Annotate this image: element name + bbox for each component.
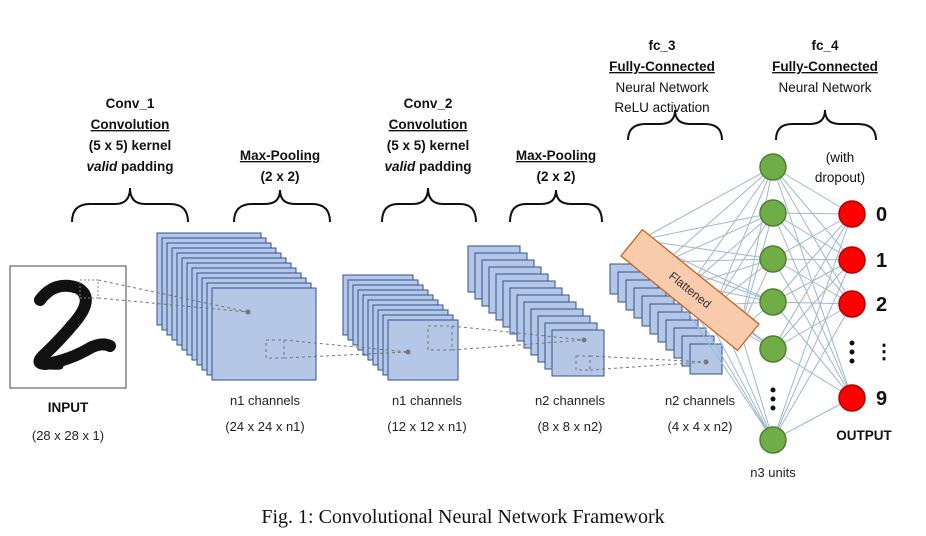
- pool1-header: Max-Pooling (2 x 2): [240, 148, 320, 184]
- pool2-channels: n2 channels: [665, 393, 736, 408]
- feature-map: [689, 343, 723, 375]
- output-layer: 0 1 2 9 ⋮: [838, 200, 894, 412]
- feature-map: [211, 287, 317, 381]
- hidden-node: [759, 288, 787, 316]
- fc3-desc1: Neural Network: [615, 80, 708, 95]
- input-image: [9, 265, 127, 389]
- pool1-shape: (12 x 12 x n1): [387, 419, 467, 434]
- output-digit: 2: [876, 294, 887, 316]
- pool2-size: (2 x 2): [536, 169, 575, 184]
- output-digit: 1: [876, 250, 887, 272]
- fc4-brace: [775, 109, 877, 141]
- conv1-shape: (24 x 24 x n1): [225, 419, 305, 434]
- hidden-units-label: n3 units: [750, 465, 796, 480]
- hidden-node: [759, 153, 787, 181]
- hidden-ellipsis-icon: [770, 387, 776, 411]
- pool2-brace: [509, 189, 603, 223]
- fc4-dropout1: (with: [826, 150, 855, 165]
- output-digit: ⋮: [874, 341, 894, 363]
- output-node: [838, 200, 866, 228]
- pool1-brace: [233, 189, 331, 223]
- conv2-type: Convolution: [389, 117, 468, 132]
- fc4-desc1: Neural Network: [778, 80, 871, 95]
- conv1-channels: n1 channels: [230, 393, 301, 408]
- conv2-brace: [381, 187, 477, 223]
- pool1-channels: n1 channels: [392, 393, 463, 408]
- pool1-type: Max-Pooling: [240, 148, 320, 163]
- feature-map-stacks: [156, 232, 723, 381]
- fc3-name: fc_3: [648, 38, 676, 53]
- conv2-shape: (8 x 8 x n2): [537, 419, 602, 434]
- conv1-brace: [71, 187, 189, 223]
- conv2-channels: n2 channels: [535, 393, 606, 408]
- conv2-kernel: (5 x 5) kernel: [387, 138, 470, 153]
- hidden-node: [759, 335, 787, 363]
- fc4-dropout2: dropout): [815, 170, 865, 185]
- braces: [71, 109, 877, 223]
- pool2-type: Max-Pooling: [516, 148, 596, 163]
- output-digit: 9: [876, 388, 887, 410]
- pool1-size: (2 x 2): [260, 169, 299, 184]
- receptive-field-lines: [97, 279, 707, 371]
- fc3-header: fc_3 Fully-Connected Neural Network ReLU…: [609, 38, 715, 115]
- figure-caption: Fig. 1: Convolutional Neural Network Fra…: [261, 506, 664, 528]
- conv2-header: Conv_2 Convolution (5 x 5) kernel valid …: [384, 96, 471, 174]
- output-ellipsis-icon: [849, 340, 855, 364]
- conv1-name: Conv_1: [106, 96, 155, 111]
- input-label: INPUT: [48, 400, 89, 415]
- fc3-brace: [627, 109, 723, 141]
- output-node: [838, 246, 866, 274]
- pool2-shape: (4 x 4 x n2): [667, 419, 732, 434]
- conv1-stack: [156, 232, 317, 381]
- hidden-node: [759, 245, 787, 273]
- hidden-layer: [759, 153, 787, 454]
- output-label: OUTPUT: [836, 428, 892, 443]
- flattened-bar: Flattened: [620, 228, 760, 352]
- conv1-kernel: (5 x 5) kernel: [89, 138, 172, 153]
- output-digit: 0: [876, 204, 887, 226]
- fc3-type: Fully-Connected: [609, 59, 715, 74]
- receptive-field-dots: [245, 309, 709, 365]
- fc4-type: Fully-Connected: [772, 59, 878, 74]
- output-node: [838, 290, 866, 318]
- hidden-node: [759, 426, 787, 454]
- fc4-header: fc_4 Fully-Connected Neural Network (wit…: [772, 38, 878, 185]
- conv1-type: Convolution: [91, 117, 170, 132]
- hidden-node: [759, 199, 787, 227]
- fc3-desc2: ReLU activation: [614, 100, 709, 115]
- conv2-padding: valid padding: [384, 159, 471, 174]
- conv1-padding: valid padding: [86, 159, 173, 174]
- conv2-name: Conv_2: [404, 96, 453, 111]
- fc4-name: fc_4: [811, 38, 839, 53]
- output-node: [838, 384, 866, 412]
- input-shape: (28 x 28 x 1): [32, 428, 104, 443]
- pool1-stack: [342, 274, 459, 381]
- conv1-header: Conv_1 Convolution (5 x 5) kernel valid …: [86, 96, 173, 174]
- pool2-header: Max-Pooling (2 x 2): [516, 148, 596, 184]
- feature-map: [387, 319, 459, 381]
